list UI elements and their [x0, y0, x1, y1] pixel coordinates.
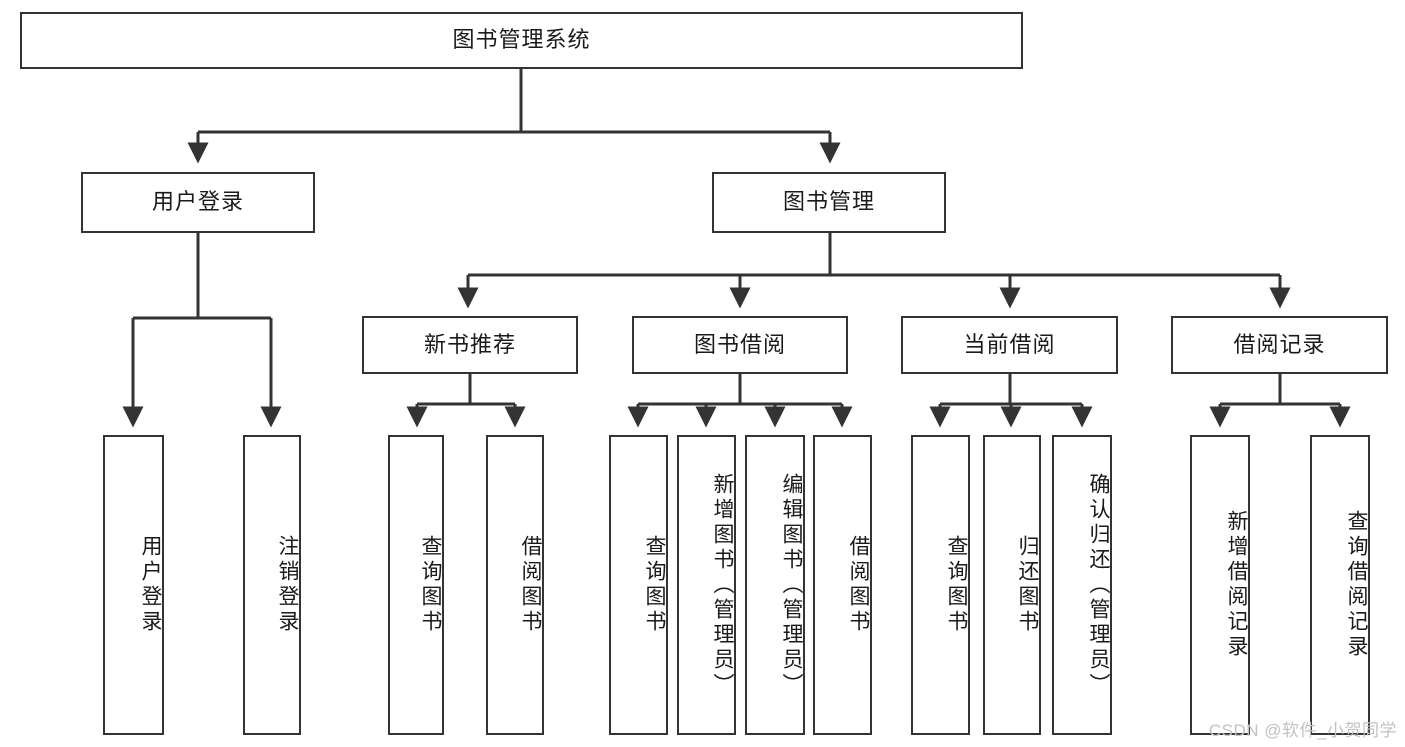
node-borrow-record[interactable]: 借阅记录 — [1171, 316, 1388, 374]
leaf-user-login[interactable]: 用户登录 — [103, 435, 164, 735]
node-new-book-recommend[interactable]: 新书推荐 — [362, 316, 578, 374]
leaf-borrow-book[interactable]: 借阅图书 — [813, 435, 872, 735]
node-book-borrow[interactable]: 图书借阅 — [632, 316, 848, 374]
leaf-edit-book-admin[interactable]: 编辑图书（管理员） — [745, 435, 805, 735]
leaf-return-book[interactable]: 归还图书 — [983, 435, 1041, 735]
node-user-login[interactable]: 用户登录 — [81, 172, 315, 233]
node-current-borrow[interactable]: 当前借阅 — [901, 316, 1118, 374]
leaf-borrow-book-new[interactable]: 借阅图书 — [486, 435, 544, 735]
leaf-confirm-return-admin[interactable]: 确认归还（管理员） — [1052, 435, 1112, 735]
node-book-management[interactable]: 图书管理 — [712, 172, 946, 233]
leaf-query-book-current[interactable]: 查询图书 — [911, 435, 970, 735]
leaf-query-book-borrow[interactable]: 查询图书 — [609, 435, 668, 735]
leaf-add-borrow-record[interactable]: 新增借阅记录 — [1190, 435, 1250, 735]
watermark-credit: CSDN @软件_小贺同学 — [1208, 721, 1397, 740]
leaf-query-book-new[interactable]: 查询图书 — [388, 435, 444, 735]
node-root-system[interactable]: 图书管理系统 — [20, 12, 1023, 69]
leaf-query-borrow-record[interactable]: 查询借阅记录 — [1310, 435, 1370, 735]
leaf-logout-login[interactable]: 注销登录 — [243, 435, 301, 735]
leaf-add-book-admin[interactable]: 新增图书（管理员） — [677, 435, 736, 735]
